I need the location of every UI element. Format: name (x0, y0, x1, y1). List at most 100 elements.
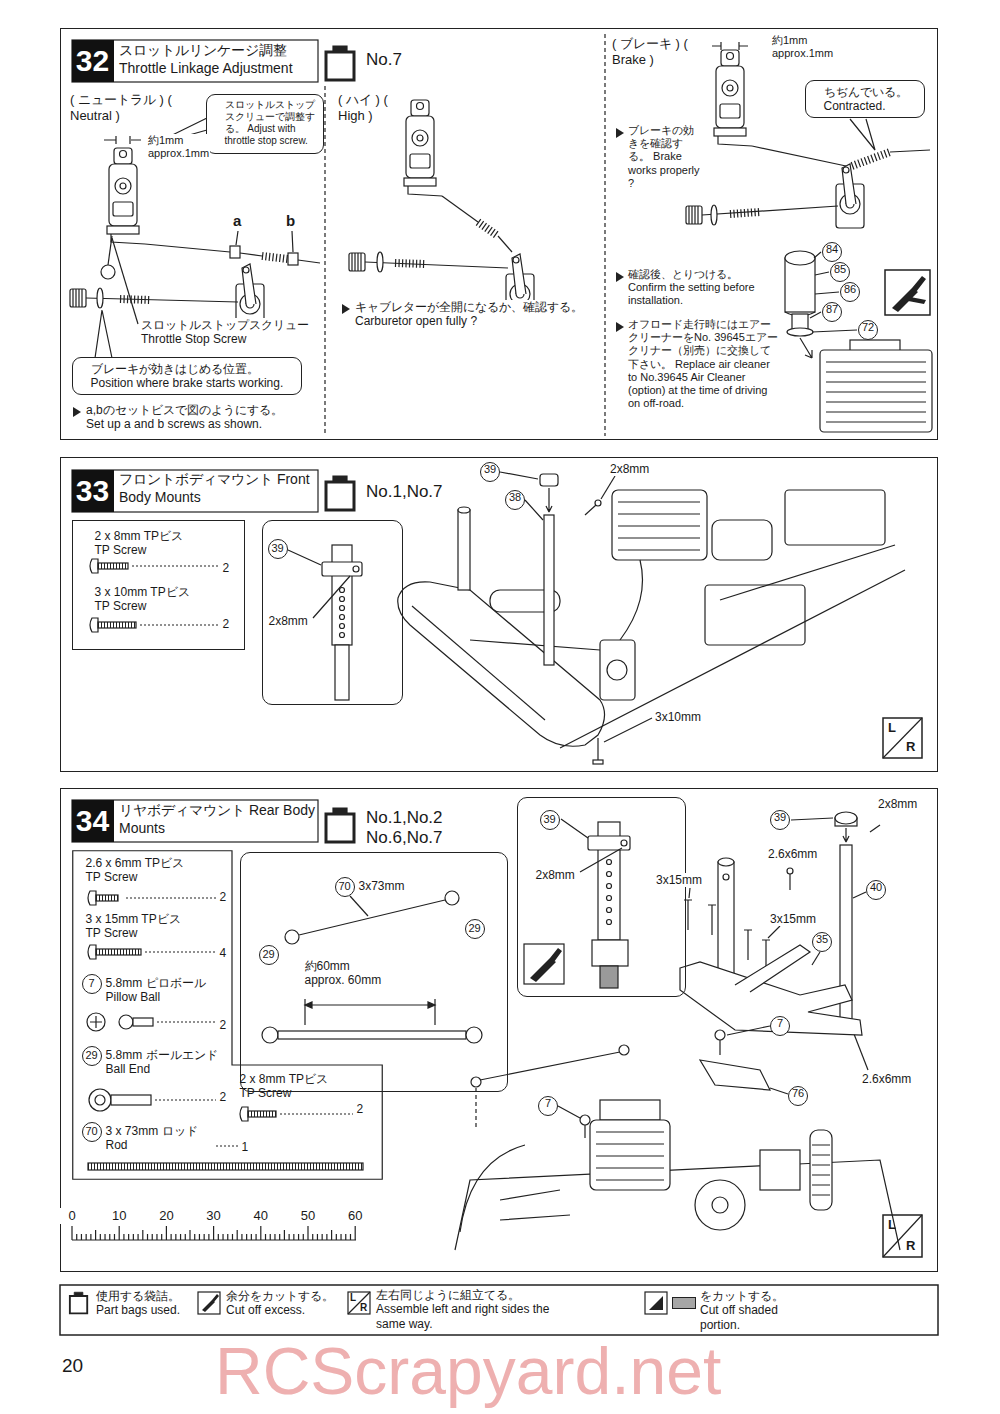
car-rear-illustration (812, 952, 820, 965)
legend-frame (60, 1285, 938, 1335)
rod-assembly (466, 1027, 482, 1043)
part-text: 2 (223, 617, 230, 631)
part-text: 2 (220, 1018, 227, 1032)
title-outline (72, 800, 318, 842)
annotation-text: 確認後、とりつける。 Confirm the setting before in… (628, 268, 778, 308)
ruler (246, 1234, 247, 1240)
ruler (194, 1234, 195, 1240)
car-rear-illustration (689, 888, 780, 938)
body-post-detail (340, 606, 345, 611)
legend-text: 使用する袋詰。 Part bags used. (96, 1289, 196, 1318)
throttle-linkage-high (478, 222, 498, 236)
car-front-illustration (540, 474, 558, 486)
annotation-text: ( ニュートラル ) ( Neutral ) (70, 92, 188, 123)
left-right-icon (883, 718, 922, 758)
screw-symbol (90, 618, 136, 632)
ruler (208, 1234, 209, 1240)
car-rear-illustration (791, 818, 833, 820)
legend-entry: をカットする。 Cut off shaded portion. (700, 1289, 800, 1332)
parts-icons (88, 891, 118, 905)
car-front-illustration (546, 488, 552, 512)
legend-entry: 左右同じように組立てる。 Assemble left and right sid… (376, 1288, 566, 1331)
throttle-linkage-brake (686, 206, 702, 224)
throttle-linkage-neutral (298, 260, 320, 263)
body-post-detail (524, 819, 630, 988)
callout-text: ちぢんでいる。 Contracted. (824, 85, 918, 114)
car-front-illustration (720, 545, 895, 600)
car-front-illustration (470, 640, 600, 650)
bag-icon (326, 476, 354, 510)
part-text: 約60mm approx. 60mm (305, 959, 385, 988)
part-text: 2 (220, 890, 227, 904)
callout-number: 39 (268, 539, 288, 559)
pointer-triangle (616, 128, 624, 138)
car-front-illustration (705, 585, 805, 645)
parts-icons (280, 1113, 353, 1114)
car-front-illustration (458, 510, 470, 590)
panel-divider (604, 34, 605, 436)
cut-icon (885, 270, 930, 315)
legend-text: 余分をカットする。 Cut off excess. (226, 1289, 338, 1318)
part-text: 2 (223, 561, 230, 575)
ruler (255, 1234, 256, 1240)
car-front-illustration (597, 738, 598, 760)
body-post-detail (621, 840, 627, 846)
throttle-linkage-brake (712, 42, 748, 50)
car-rear-illustration (787, 868, 793, 874)
annotation-text: No.1,No.2 No.6,No.7 (366, 808, 454, 849)
rod-assembly (445, 891, 459, 905)
annotation-text: 3x10mm (655, 710, 701, 724)
car-front-illustration (544, 515, 554, 665)
car-front-illustration (593, 760, 603, 764)
car-rear-illustration (718, 858, 734, 866)
ruler (289, 1234, 290, 1240)
callout-bubble: ブレーキが効きはじめる位置。 Position where brake star… (72, 357, 302, 396)
engine (820, 340, 932, 432)
ruler (72, 1226, 356, 1240)
rod-assembly (278, 1031, 466, 1039)
annotation-text: No.1,No.7 (366, 482, 443, 502)
part-text: 2 x 8mm TPビス TP Screw (240, 1072, 340, 1101)
annotation-text: R (360, 1302, 367, 1314)
left-right-icon (883, 1215, 922, 1257)
detail-inset: 392x8mm (517, 797, 686, 997)
annotation-text: L (888, 720, 896, 736)
annotation-text: 約1mm approx.1mm (148, 134, 210, 160)
body-post-detail (607, 872, 612, 877)
ruler (279, 1234, 280, 1240)
annotation-text: 40 (246, 1208, 276, 1224)
watermark: RCScrapyard.net (215, 1338, 721, 1404)
callout-text: スロットルストップスクリューで調整する。 Adjust with throttl… (225, 99, 317, 147)
cut-icon (885, 270, 930, 315)
step-number-text: 34 (72, 800, 114, 842)
callout-number: 29 (259, 945, 279, 965)
parts-icons (240, 1107, 248, 1121)
screw-symbol (98, 622, 136, 628)
callout-number: 84 (822, 242, 842, 262)
annotation-text: No.7 (366, 50, 402, 70)
step-number: 33 (72, 470, 114, 512)
rod-assembly (305, 1002, 435, 1008)
part-text: 2 x 8mm TPビス TP Screw (95, 529, 195, 558)
annotation-text: 2x8mm (878, 797, 917, 811)
part-text: 2x8mm (269, 614, 308, 628)
body-post-detail (340, 633, 345, 638)
ruler (284, 1230, 285, 1240)
callout-number: 29 (82, 1046, 102, 1066)
throttle-linkage-neutral (101, 265, 115, 279)
ruler (241, 1234, 242, 1240)
ruler (128, 1234, 129, 1240)
legend-frame (645, 1292, 667, 1314)
car-rear-illustration (843, 828, 849, 842)
parts-icons (248, 1111, 276, 1117)
annotation-text: 2x8mm (610, 462, 649, 476)
car-rear-illustration (471, 1077, 481, 1087)
annotation-text: オフロード走行時にはエアークリーナーをNo. 39645エアークリナー（別売）に… (628, 318, 780, 410)
parts-icons (126, 897, 216, 898)
parts-icons (96, 949, 141, 955)
ruler (345, 1234, 346, 1240)
callout-number: 86 (840, 282, 860, 302)
throttle-linkage-brake (852, 152, 890, 166)
parts-icons (155, 1099, 216, 1100)
